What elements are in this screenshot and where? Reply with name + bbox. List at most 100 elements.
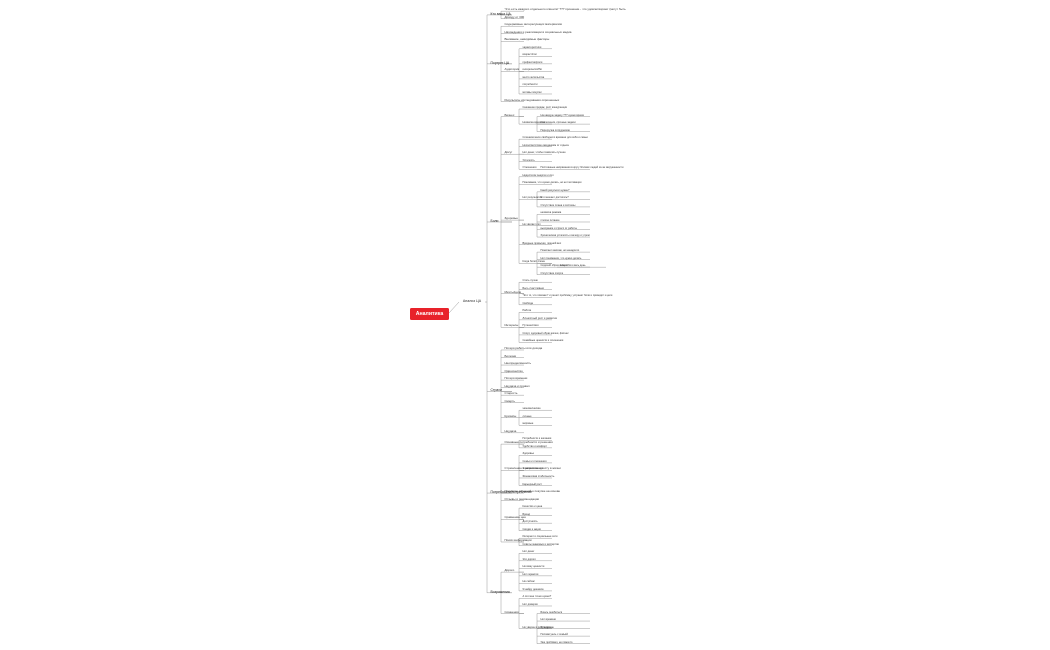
subtopic-node[interactable]: Семья и отношения bbox=[522, 459, 547, 463]
subtopic-node[interactable]: Нет понимания, что нужно делать bbox=[540, 256, 582, 260]
subtopic-node[interactable]: Советы знакомых и экспертов bbox=[522, 542, 559, 546]
topic-node[interactable]: Боли bbox=[490, 218, 499, 223]
subtopic-node[interactable]: Отношения bbox=[522, 166, 537, 170]
subtopic-node[interactable]: Не уверен в результате bbox=[522, 625, 551, 629]
subtopic-node[interactable]: Постоянные напряжения в кругу близких лю… bbox=[540, 166, 624, 170]
subtopic-node[interactable]: Свобода bbox=[522, 301, 534, 305]
subtopic-node[interactable]: Слишком мало свободного времени для себя… bbox=[522, 136, 588, 140]
subtopic-node[interactable]: плохое питание bbox=[540, 218, 560, 222]
subtopic-node[interactable]: Стремление к развитию и росту в жизни bbox=[504, 466, 561, 471]
subtopic-node[interactable]: Мечты/цели bbox=[504, 289, 522, 294]
subtopic-node[interactable]: Я найду дешевле bbox=[522, 587, 544, 591]
subtopic-node[interactable]: характеристики bbox=[522, 45, 542, 49]
subtopic-node[interactable]: Я подумаю bbox=[540, 625, 554, 629]
subtopic-node[interactable]: Неопределённость bbox=[504, 361, 532, 366]
subtopic-node[interactable]: Отвлечения, срочные задачи bbox=[540, 121, 576, 125]
subtopic-node[interactable]: потребности bbox=[522, 83, 538, 87]
subtopic-node[interactable]: Самореализация bbox=[522, 467, 544, 471]
subtopic-node[interactable]: Отсутствие плана и системы bbox=[540, 203, 576, 207]
subtopic-node[interactable]: Бизнес bbox=[504, 112, 515, 117]
subtopic-node[interactable]: "Кто есть каждого отдельного клиента" ??… bbox=[504, 7, 626, 12]
subtopic-node[interactable]: Помогает массаж, но ненадолго bbox=[540, 249, 580, 253]
subtopic-node[interactable]: Когда болит спина bbox=[522, 260, 545, 264]
subtopic-node[interactable]: На работе весь день bbox=[560, 264, 586, 268]
subtopic-node[interactable]: Вредные привычки, лишний вес bbox=[522, 241, 562, 245]
subtopic-node[interactable]: Не хватает сил bbox=[522, 222, 541, 226]
subtopic-node[interactable]: Интернет и социальные сети bbox=[522, 535, 558, 539]
subtopic-node[interactable]: Сомнения bbox=[504, 609, 519, 614]
subtopic-node[interactable]: Потребности и желания bbox=[522, 437, 552, 441]
subtopic-node[interactable]: Спорт, здоровый образ жизни, фитнес bbox=[522, 331, 569, 335]
subtopic-node[interactable]: Интересы bbox=[504, 323, 519, 328]
subtopic-node[interactable]: Здоровье bbox=[522, 452, 535, 456]
subtopic-node[interactable]: Финансовая стабильность bbox=[522, 474, 555, 478]
subtopic-node[interactable]: Нет времени bbox=[540, 618, 557, 622]
subtopic-node[interactable]: Доходу от 300 bbox=[504, 14, 525, 19]
subtopic-node[interactable]: Потеря времени bbox=[504, 376, 528, 381]
topic-node[interactable]: Возражения bbox=[490, 589, 510, 594]
subtopic-node[interactable]: мировые bbox=[522, 422, 534, 426]
subtopic-node[interactable]: Посоветуюсь с семьёй bbox=[540, 633, 568, 637]
subtopic-node[interactable]: Поиск информации bbox=[504, 537, 532, 542]
root-node[interactable]: Аналитика bbox=[410, 308, 449, 320]
subtopic-node[interactable]: Это дорого bbox=[522, 557, 536, 561]
subtopic-node[interactable]: Удобство и комфорт bbox=[522, 444, 548, 448]
subtopic-node[interactable]: Боюсь ошибиться bbox=[540, 610, 563, 614]
subtopic-node[interactable]: Уже пробовал, не помогло bbox=[540, 640, 573, 644]
subtopic-node[interactable]: Результаты исследования опрошенных bbox=[504, 97, 560, 102]
subtopic-node[interactable]: Нет денег, чтобы позволить лучшее bbox=[522, 151, 566, 155]
subtopic-node[interactable]: Семейные ценности и отношения bbox=[522, 339, 564, 343]
subtopic-node[interactable]: Нахождения и реализации в социальных мед… bbox=[504, 29, 572, 34]
subtopic-node[interactable]: Принятие решений о покупке на основе bbox=[504, 489, 561, 494]
subtopic-node[interactable]: Дорого bbox=[504, 568, 515, 573]
subtopic-node[interactable]: Усталость bbox=[522, 158, 535, 162]
subtopic-node[interactable]: Здоровье bbox=[504, 216, 518, 221]
subtopic-node[interactable]: Перегрузка сотрудников bbox=[540, 128, 570, 132]
subtopic-node[interactable]: Внимание, невидимые факторы bbox=[504, 37, 550, 42]
subtopic-node[interactable]: Отзывы и рекомендации bbox=[504, 496, 540, 501]
subtopic-node[interactable]: Основные потребности и решения bbox=[504, 440, 553, 445]
subtopic-node[interactable]: Смерть bbox=[504, 398, 515, 403]
subtopic-node[interactable]: Недостаток энергии и сил bbox=[522, 173, 554, 177]
subtopic-node[interactable]: Аудитория bbox=[504, 67, 520, 72]
subtopic-node[interactable]: Содержимые интересующих материалов bbox=[504, 22, 562, 27]
subtopic-node[interactable]: Нет гарантии bbox=[522, 572, 539, 576]
subtopic-node[interactable]: Хроническая усталость к вечеру и утром bbox=[540, 234, 590, 238]
subtopic-node[interactable]: Путешествия bbox=[522, 324, 539, 328]
subtopic-node[interactable]: личные bbox=[522, 414, 532, 418]
subtopic-node[interactable]: Нехватка времени bbox=[522, 121, 545, 125]
subtopic-node[interactable]: Снижение продаж, рост конкуренции bbox=[522, 106, 568, 110]
subtopic-node[interactable]: Не вижу ценности bbox=[522, 565, 545, 569]
subtopic-node[interactable]: Отсутствие спорта bbox=[540, 271, 564, 275]
subtopic-node[interactable]: выгорание и стресс от работы bbox=[540, 226, 577, 230]
subtopic-node[interactable]: Доступность bbox=[522, 520, 538, 524]
subtopic-node[interactable]: Личностный рост и развитие bbox=[522, 316, 558, 320]
subtopic-node[interactable]: "Это то, что поможет" и решит проблему, … bbox=[522, 294, 613, 298]
subtopic-node[interactable]: экономические bbox=[522, 407, 541, 411]
subtopic-node[interactable]: возраст/пол bbox=[522, 53, 537, 57]
topic-node[interactable]: Потребности/потребление bbox=[490, 490, 533, 495]
subtopic-node[interactable]: Скидки и акции bbox=[522, 527, 541, 531]
subtopic-node[interactable]: Не сейчас bbox=[522, 580, 535, 584]
subtopic-node[interactable]: Досуг bbox=[504, 150, 513, 155]
subtopic-node[interactable]: Работа bbox=[522, 309, 532, 313]
subtopic-node[interactable]: интересы/хобби bbox=[522, 68, 542, 72]
subtopic-node[interactable]: На каждую задачу ??? нужно время bbox=[540, 113, 584, 117]
subtopic-node[interactable]: Старость bbox=[504, 391, 518, 396]
subtopic-node[interactable]: профессии/роли bbox=[522, 60, 543, 64]
subtopic-node[interactable]: место жительства bbox=[522, 75, 545, 79]
subtopic-node[interactable]: Кризисы bbox=[504, 413, 517, 418]
subtopic-node[interactable]: Нет результатов bbox=[522, 196, 543, 200]
subtopic-node[interactable]: Болезни bbox=[504, 353, 517, 358]
subtopic-node[interactable]: нехватка режима bbox=[540, 211, 562, 215]
topic-node[interactable]: Страхи bbox=[490, 388, 502, 393]
subtopic-node[interactable]: Сравнение цен bbox=[504, 515, 526, 520]
subtopic-node[interactable]: Быть счастливым bbox=[522, 286, 544, 290]
subtopic-node[interactable]: мотивы покупки bbox=[522, 90, 542, 94]
subtopic-node[interactable]: Нет денег bbox=[522, 550, 535, 554]
subtopic-node[interactable]: Понимание, что нужно делать, но нет моти… bbox=[522, 181, 582, 185]
subtopic-node[interactable]: Неудача и провал bbox=[504, 383, 530, 388]
subtopic-node[interactable]: Качество и цена bbox=[522, 505, 543, 509]
subtopic-node[interactable]: Сидячий образ жизни bbox=[540, 264, 567, 268]
hub-node[interactable]: Анализ ЦА bbox=[462, 299, 482, 303]
